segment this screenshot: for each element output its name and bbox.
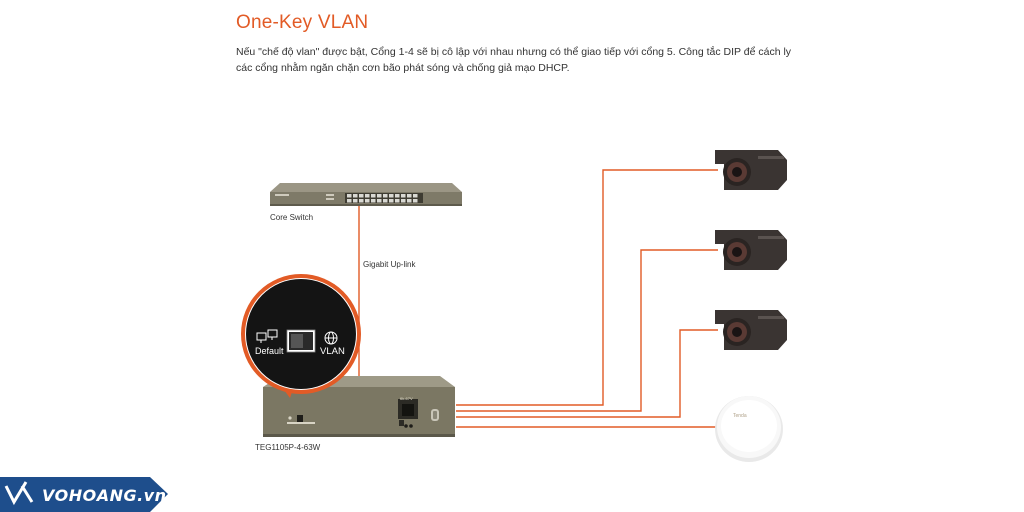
camera-1-icon	[715, 150, 787, 190]
access-point-icon	[715, 396, 783, 462]
watermark-text: VOHOANG.vn	[42, 486, 167, 505]
switch-model-label: TEG1105P-4-63W	[255, 443, 321, 452]
uplink-label: Gigabit Up-link	[363, 260, 416, 269]
page-title: One-Key VLAN	[236, 12, 369, 33]
link-camera-3	[456, 329, 718, 418]
watermark-background	[0, 477, 168, 512]
link-camera-1	[456, 169, 718, 406]
core-switch-label: Core Switch	[270, 213, 314, 222]
link-camera-2	[456, 249, 718, 412]
dip-vlan-label: VLAN	[320, 346, 345, 357]
access-point-brand: Tenda	[733, 413, 747, 419]
camera-3-icon	[715, 310, 787, 350]
description-text: Nếu "chế độ vlan" được bật, Cổng 1-4 sẽ …	[236, 46, 792, 74]
watermark-logo-icon	[4, 481, 34, 506]
vlan-globe-icon	[324, 331, 338, 345]
dip-default-label: Default	[255, 346, 284, 356]
port-label: 6k-67V	[400, 396, 413, 401]
dip-switch-callout	[241, 274, 361, 398]
camera-2-icon	[715, 230, 787, 270]
core-switch-device	[270, 183, 462, 206]
default-mode-icon	[256, 329, 278, 343]
